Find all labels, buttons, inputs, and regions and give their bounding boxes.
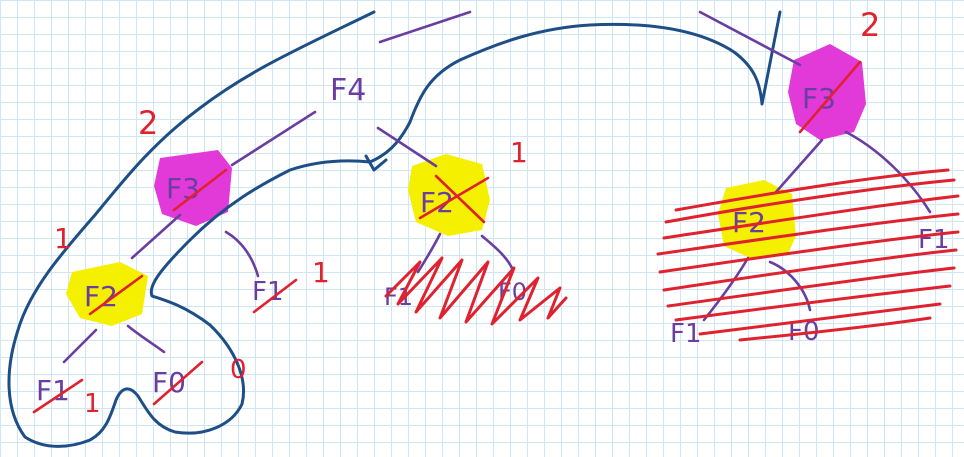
strike-leaf-f1 <box>32 378 84 414</box>
outline-arrowhead <box>364 154 388 172</box>
count-f3-right: 2 <box>860 6 880 44</box>
edge-f4-f3 <box>230 110 317 167</box>
tree-edges <box>62 10 932 364</box>
highlight-f3-right <box>788 44 866 140</box>
highlight-f3-left <box>154 150 232 226</box>
scribble-right-7 <box>666 266 956 308</box>
label-right-leaf-f1: F1 <box>670 319 702 349</box>
count-f1-right: 1 <box>312 256 330 289</box>
count-leaf-f0: 0 <box>230 355 247 385</box>
left-tree-outline <box>7 10 782 448</box>
scribble-right-1 <box>674 168 950 212</box>
strike-f2-left <box>88 274 144 316</box>
strike-f2-middle-b <box>434 174 486 224</box>
count-leaf-f1: 1 <box>84 389 101 419</box>
blue-outlines <box>7 10 782 448</box>
highlight-f2-left <box>66 262 148 326</box>
highlight-f2-middle <box>408 154 490 236</box>
scribble-right-8 <box>674 284 952 322</box>
edge-top-left <box>378 10 472 44</box>
edge-f3r-f1 <box>844 130 932 214</box>
strike-leaf-f0 <box>152 360 204 406</box>
edge-f2-f1leaf <box>62 328 98 364</box>
scribble-right-6 <box>662 248 958 292</box>
scribble-right-4 <box>656 212 960 256</box>
count-f2-left: 1 <box>54 222 72 255</box>
edge-f2mid-f0 <box>480 234 514 270</box>
scribble-right-2 <box>664 178 956 224</box>
label-f3-left: F3 <box>166 172 200 205</box>
strike-f2-middle-a <box>418 176 490 220</box>
count-f3-left: 2 <box>138 104 158 142</box>
strike-marks <box>32 60 862 414</box>
call-counts: 2 1 1 1 0 1 2 <box>54 6 880 419</box>
scribble-right-3 <box>662 194 960 240</box>
edge-f2-f0leaf <box>126 324 166 354</box>
highlights <box>66 44 866 326</box>
label-f4: F4 <box>330 73 366 108</box>
edge-f3r-f2 <box>774 138 824 194</box>
edge-f3-f1 <box>224 230 260 278</box>
label-leaf-f0: F0 <box>152 366 186 399</box>
edge-f2r-f0leaf <box>768 260 812 312</box>
strike-f3-left <box>172 168 228 212</box>
edge-f3-f2 <box>130 213 182 260</box>
strike-f3-right <box>798 60 862 134</box>
scribbles <box>384 168 960 342</box>
edge-f4-f2mid <box>376 126 438 168</box>
edge-f2mid-f1 <box>416 232 442 274</box>
scribble-right-9 <box>698 302 942 336</box>
scribble-right-10 <box>738 316 932 342</box>
edge-top-right <box>698 10 802 67</box>
scribble-middle <box>384 256 568 326</box>
strike-f1-right <box>252 278 298 314</box>
label-mid-leaf-f1: F1 <box>384 283 413 311</box>
count-f2-middle: 1 <box>510 136 528 169</box>
scribble-right-5 <box>658 230 960 274</box>
